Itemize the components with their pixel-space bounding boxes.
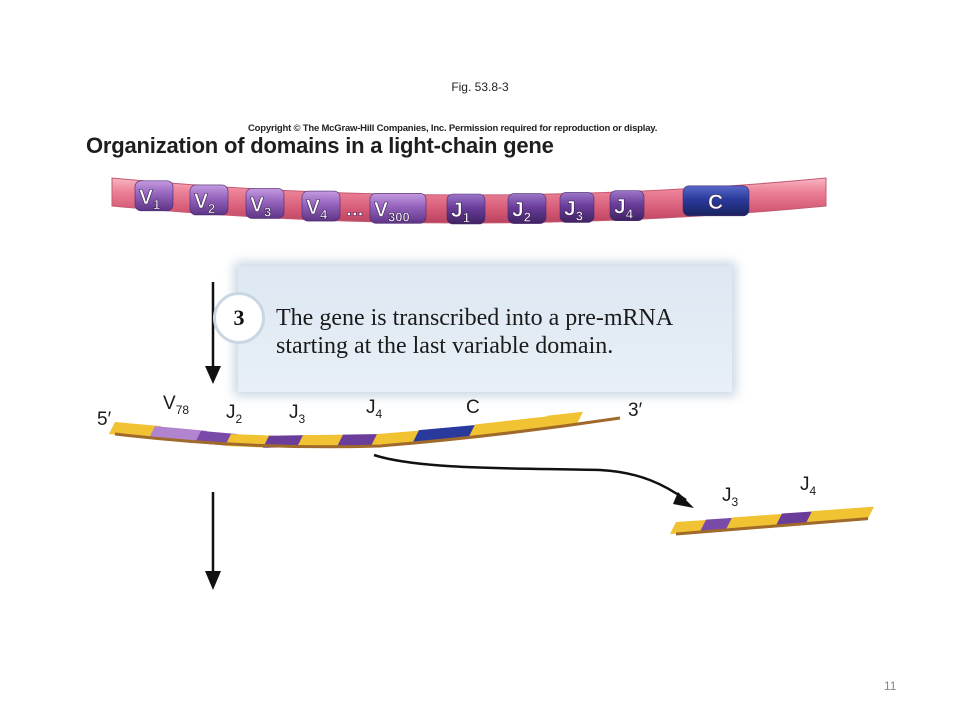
gene-segment-v300: V300 xyxy=(369,193,427,225)
gene-segment-v3: V3 xyxy=(245,188,285,220)
diagram-heading: Organization of domains in a light-chain… xyxy=(86,133,554,158)
svg-text:J4: J4 xyxy=(614,196,634,222)
pre-mrna-strand xyxy=(109,411,621,449)
step-description: The gene is transcribed into a pre-mRNA … xyxy=(276,305,672,359)
pre-mrna-band xyxy=(297,434,349,448)
three-prime-label: 3′ xyxy=(628,400,643,421)
pre-mrna-band xyxy=(413,424,481,443)
gene-segment-c: C xyxy=(682,185,750,217)
svg-text:V3: V3 xyxy=(250,193,271,219)
step-number-badge: 3 xyxy=(213,292,265,344)
step-callout-box xyxy=(238,266,732,392)
gene-segment-v4: V4 xyxy=(301,190,341,222)
down-arrow-1 xyxy=(205,282,221,384)
pre-mrna-label-j4: J4 xyxy=(366,397,383,421)
gene-segment-j3: J3 xyxy=(559,192,595,224)
excised-label-j4: J4 xyxy=(800,474,817,498)
page-number: 11 xyxy=(884,679,897,693)
five-prime-label: 5′ xyxy=(97,409,112,430)
pre-mrna-label-c: C xyxy=(466,397,480,418)
svg-text:...: ... xyxy=(346,197,364,220)
svg-text:V300: V300 xyxy=(374,198,410,224)
light-chain-gene: V1 V2 V3 V4... V300 J1 J2 J3 J4 C xyxy=(111,177,827,225)
gene-segment-j2: J2 xyxy=(507,193,547,225)
down-arrow-2 xyxy=(205,492,221,590)
svg-text:J1: J1 xyxy=(451,199,470,225)
excised-label-j3: J3 xyxy=(722,485,739,509)
pre-mrna-label-j3: J3 xyxy=(289,402,306,426)
excised-fragment xyxy=(670,506,874,536)
pre-mrna-label-j2: J2 xyxy=(226,402,243,426)
splice-arrow-head xyxy=(673,492,694,508)
figure-label: Fig. 53.8-3 xyxy=(451,80,509,94)
pre-mrna-band xyxy=(337,434,383,447)
pre-mrna-label-v78: V78 xyxy=(163,393,190,417)
svg-text:C: C xyxy=(708,191,723,214)
gene-segment-j4: J4 xyxy=(609,190,645,222)
svg-text:V1: V1 xyxy=(139,186,160,212)
svg-text:V2: V2 xyxy=(194,190,215,216)
gene-segment-j1: J1 xyxy=(446,193,486,225)
svg-text:V4: V4 xyxy=(306,196,328,222)
copyright-notice: Copyright © The McGraw-Hill Companies, I… xyxy=(248,123,658,134)
gene-segment-v2: V2 xyxy=(189,184,229,216)
svg-text:J2: J2 xyxy=(512,199,531,225)
gene-segment-v1: V1 xyxy=(134,180,174,212)
pre-mrna-band xyxy=(469,415,553,437)
gene-segment-ellipsisellipsisellipsis: ... xyxy=(346,197,364,221)
svg-text:J3: J3 xyxy=(564,197,583,223)
splice-arrow xyxy=(373,453,687,502)
